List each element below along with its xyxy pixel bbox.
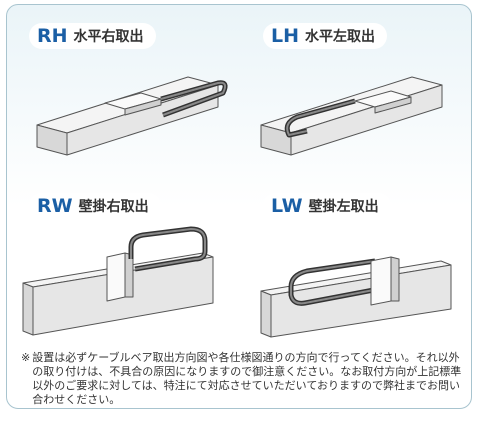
rh-horizontal-right-diagram bbox=[36, 76, 228, 156]
orientation-label-pill: LH 水平左取出 bbox=[263, 23, 388, 49]
orientation-label-pill: RH 水平右取出 bbox=[29, 23, 156, 49]
orientation-lh: LH 水平左取出 bbox=[247, 11, 467, 171]
orientation-lw: LW 壁掛左取出 bbox=[247, 181, 467, 341]
orientation-rw: RW 壁掛右取出 bbox=[13, 181, 233, 341]
orientation-rh: RH 水平右取出 bbox=[13, 11, 233, 171]
orientation-label: 壁掛左取出 bbox=[308, 199, 379, 215]
orientation-code: RW bbox=[37, 195, 73, 217]
orientation-code: RH bbox=[37, 25, 68, 47]
orientation-label: 壁掛右取出 bbox=[78, 199, 149, 215]
orientation-label: 水平左取出 bbox=[305, 29, 376, 45]
orientation-panel: RH 水平右取出 LH 水平左取出 bbox=[6, 4, 472, 409]
note-text: 設置は必ずケーブルベア取出方向図や各仕様図通りの方向で行ってください。それ以外の… bbox=[32, 351, 462, 406]
orientation-label: 水平右取出 bbox=[73, 29, 144, 45]
lh-horizontal-left-diagram bbox=[260, 76, 443, 156]
orientation-code: LH bbox=[271, 25, 300, 47]
installation-note: ※ 設置は必ずケーブルベア取出方向図や各仕様図通りの方向で行ってください。それ以… bbox=[21, 351, 465, 407]
orientation-code: LW bbox=[271, 195, 303, 217]
note-mark: ※ bbox=[21, 351, 31, 364]
orientation-label-pill: RW 壁掛右取出 bbox=[29, 193, 161, 219]
rw-wall-right-diagram bbox=[22, 226, 214, 336]
lw-wall-left-diagram bbox=[260, 256, 452, 338]
orientation-label-pill: LW 壁掛左取出 bbox=[263, 193, 391, 219]
